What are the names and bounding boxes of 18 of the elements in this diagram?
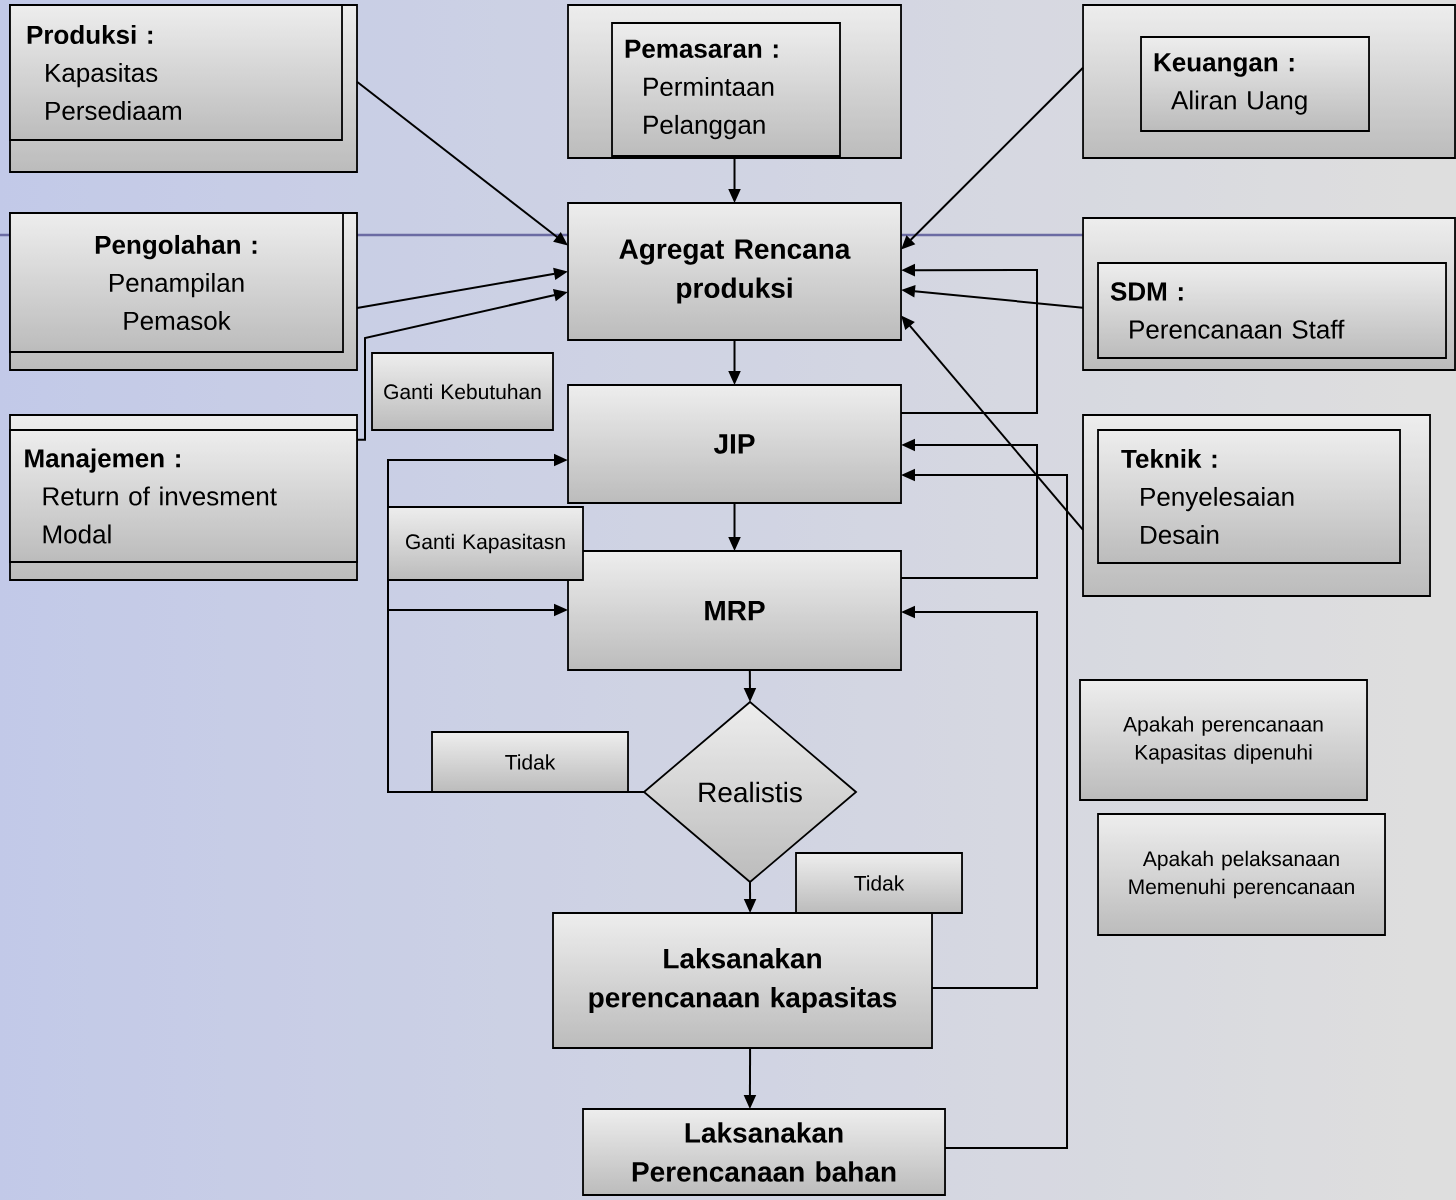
condition-box: Tidak [431,731,629,793]
question-box: Apakah pelaksanaan Memenuhi perencanaan [1097,813,1386,936]
category-box: Manajemen : Return of invesment Modal [9,429,358,563]
category-box: Keuangan : Aliran Uang [1140,36,1370,132]
process-box: MRP [567,550,902,671]
category-box: Produksi : Kapasitas Persediaam [9,4,343,141]
note-box: Ganti Kapasitasn [387,506,584,581]
process-box: Laksanakan Perencanaan bahan [582,1108,946,1196]
category-box: Teknik : Penyelesaian Desain [1097,429,1401,564]
category-box: SDM : Perencanaan Staff [1097,262,1447,359]
category-box: Pengolahan : Penampilan Pemasok [9,212,344,353]
process-box: JIP [567,384,902,504]
condition-box: Tidak [795,852,963,914]
question-box: Apakah perencanaan Kapasitas dipenuhi [1079,679,1368,801]
category-box: Pemasaran : Permintaan Pelanggan [611,22,841,157]
note-box: Ganti Kebutuhan [371,352,554,431]
arrow [387,603,645,793]
process-box: Agregat Rencana produksi [567,202,902,341]
